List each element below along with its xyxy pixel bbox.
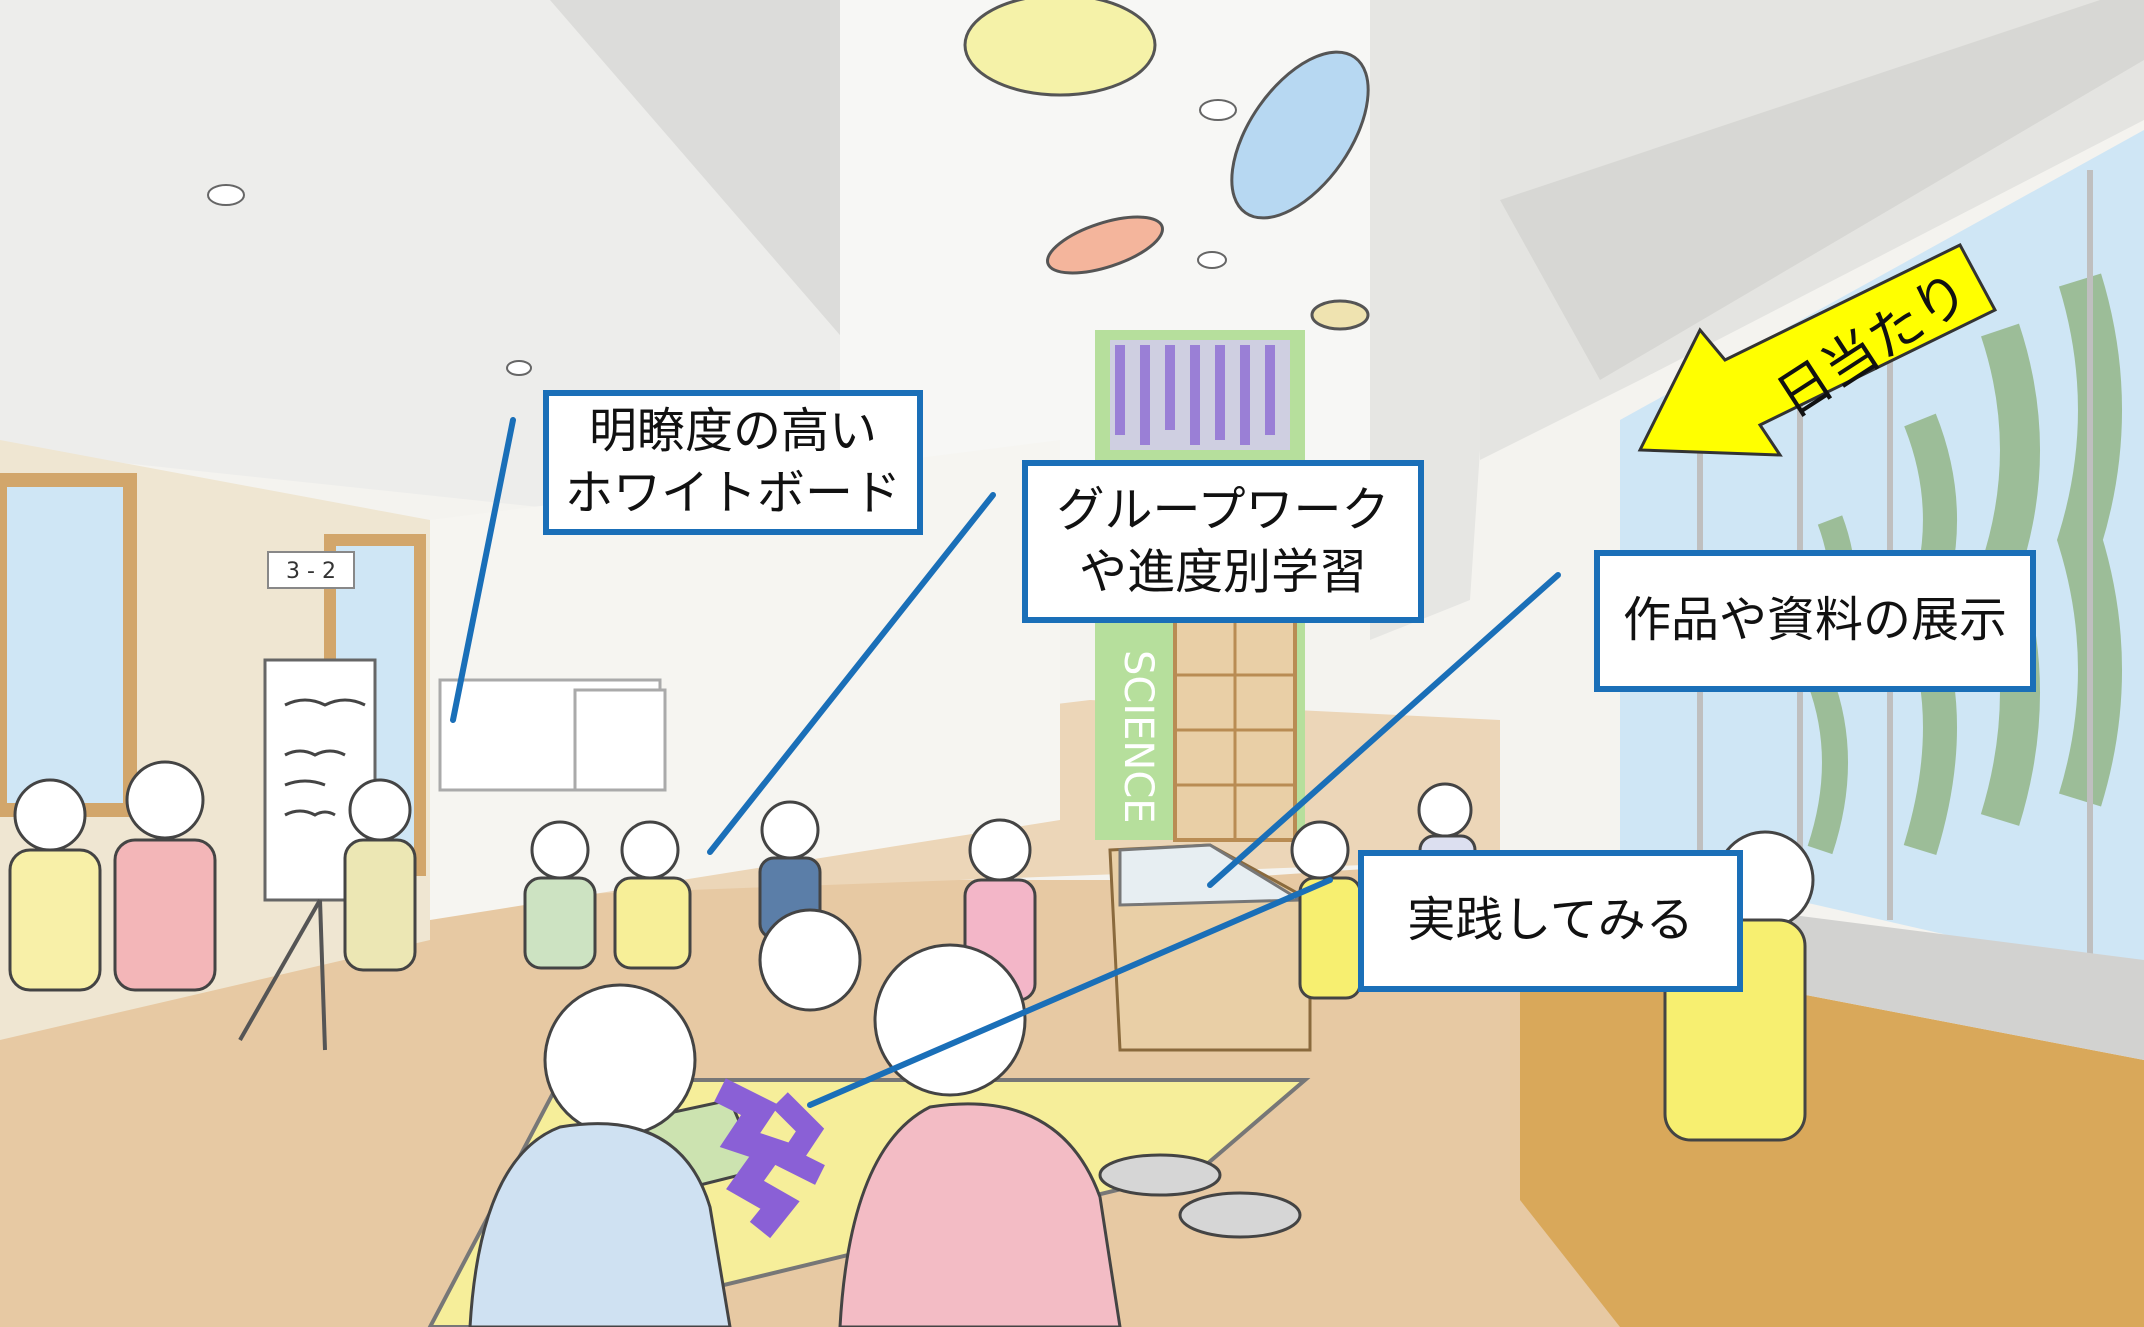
- whiteboard-stand: [238, 899, 322, 1041]
- leader-lines: [450, 417, 1561, 1108]
- whiteboard-scribbles: [284, 698, 366, 817]
- stools: [1098, 1153, 1302, 1239]
- classroom-back-wall: [430, 440, 1060, 920]
- hanging-models: [963, 0, 1370, 331]
- student: [613, 820, 692, 970]
- room-sign: 3 - 2: [286, 559, 336, 584]
- callout-whiteboard: 明瞭度の高い ホワイトボード: [543, 390, 923, 535]
- student: [343, 778, 417, 972]
- ceiling-beam-right: [1500, 0, 2144, 380]
- ceiling-lights: [207, 99, 1237, 376]
- callout-display: 作品や資料の展示: [1594, 550, 2036, 692]
- shelf-lines: [1175, 620, 1295, 840]
- student: [113, 760, 217, 992]
- wall-sign: SCIENCE: [1115, 650, 1161, 824]
- hanging-art: [1110, 340, 1290, 450]
- student: [8, 778, 102, 992]
- sunlight-arrow: [1637, 243, 1998, 457]
- callout-group-work: グループワーク や進度別学習: [1022, 460, 1424, 623]
- callout-practice: 実践してみる: [1358, 850, 1743, 992]
- left-window: [0, 473, 137, 817]
- wall-whiteboard-2: [573, 688, 667, 792]
- front-students: [468, 908, 1122, 1327]
- student: [523, 820, 597, 970]
- room-sign-plate: [267, 551, 355, 589]
